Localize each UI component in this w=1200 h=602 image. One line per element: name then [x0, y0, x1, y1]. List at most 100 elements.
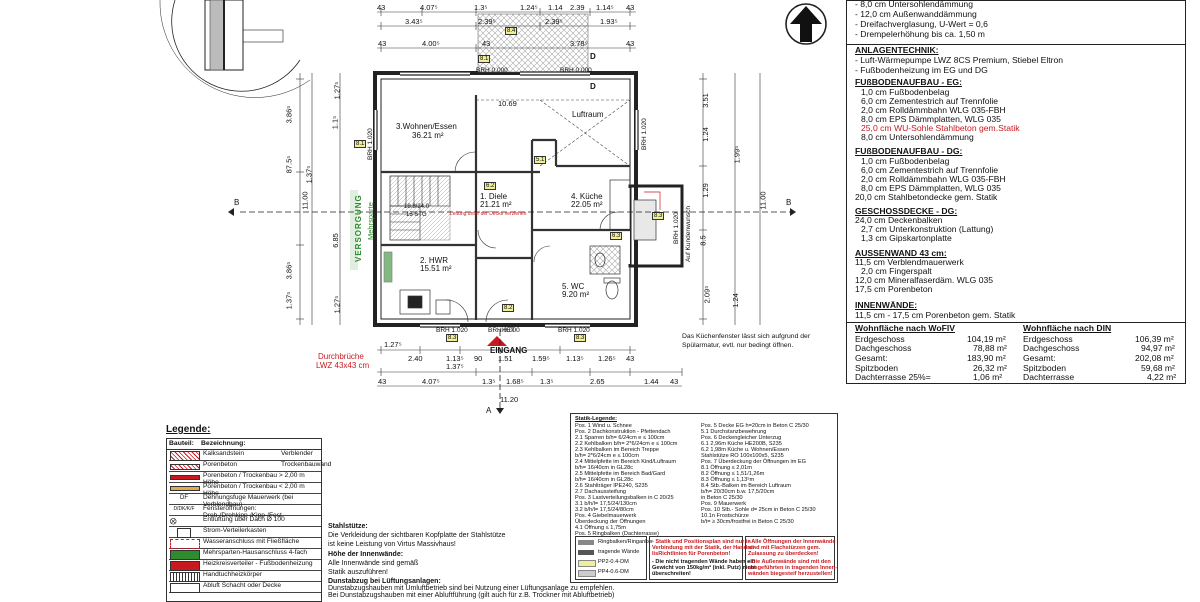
dimension-ticks — [296, 8, 707, 376]
stair-label: 15 STG — [406, 212, 427, 218]
dim-label: 10.69 — [498, 99, 517, 108]
top-dim: 2.39⁵ — [478, 17, 496, 26]
section-label-b-right: B — [786, 198, 792, 207]
bottom-dim: 43 — [670, 377, 679, 386]
kalksandstein-swatch — [170, 451, 200, 461]
top-dim: 3.78⁵ — [570, 39, 588, 48]
bottom-dim: 1.59⁵ — [532, 354, 550, 363]
spec-line: - Fußbodenheizung im EG und DG — [855, 65, 988, 75]
spec-line: 12,0 cm Mineralfaserdäm. WLG 035 — [855, 275, 994, 285]
abluft-icon — [170, 583, 200, 593]
mehrsparte-label: Mehrsparte — [366, 202, 375, 240]
statik-tag: 8.3 — [446, 334, 459, 342]
spec-line: 2,0 cm Fingerspalt — [861, 266, 932, 276]
fb-eg-title: FUßBODENAUFBAU - EG: — [855, 77, 962, 87]
brh-label: BRH 1.020 — [558, 327, 590, 334]
spec-line: 1,0 cm Fußbodenbelag — [861, 87, 950, 97]
luftraum-lines — [476, 99, 631, 167]
wf-value: 104,19 m² — [967, 334, 1006, 344]
towel-heater-icon — [170, 572, 200, 582]
statik-warning: - Alle Öffnungen der Innenwände — [748, 539, 836, 545]
statik-line: Pos. 10 Stb.- Sohle d= 25cm in Beton C 2… — [701, 507, 816, 513]
brh-label: BRH 0.000 — [560, 67, 592, 74]
room-diele-area: 21.21 m² — [480, 200, 512, 209]
wf-value: 78,88 m² — [973, 343, 1007, 353]
spec-line: 24,0 cm Deckenbalken — [855, 215, 943, 225]
statik-line: 3.2 b/h/l= 17,5/24/80cm — [575, 507, 634, 513]
anlagen-title: ANLAGENTECHNIK: — [855, 45, 939, 55]
statik-tag: 6.3 — [610, 232, 623, 240]
top-dim: 1.14⁵ — [596, 3, 614, 12]
legend-row: Heizkreisverteiler - Fußbodenheizung — [169, 560, 321, 571]
statik-line: Stahlstütze RO 100x100x5, S235 — [701, 453, 784, 459]
statik-swatch-label: tragende Wände — [598, 549, 640, 555]
statik-line: 2.2 Kehlbalken b/h= 2*6/24cm e ≤ 100cm — [575, 441, 678, 447]
left-dim: 1.1⁵ — [330, 115, 340, 130]
statik-line: 4.1 Öffnung ≤ 1,75m — [575, 525, 626, 531]
section-label-b-left: B — [234, 198, 240, 207]
room-kueche-area: 22.05 m² — [571, 200, 603, 209]
spec-line: 8,0 cm Untersohlendämmung — [861, 132, 974, 142]
vent-icon: ⨂ — [170, 518, 177, 525]
statik-warning: - Die nicht tragenden Wände haben ein — [652, 559, 756, 565]
room-wc-name: 5. WC — [562, 282, 585, 291]
top-dim: 2.39⁵ — [545, 17, 563, 26]
right-dim: 1.24 — [700, 127, 710, 142]
section-lines — [240, 211, 790, 412]
spec-line: 8,0 cm EPS Dämmplatten, WLG 035 — [861, 114, 1001, 124]
legend-col-header: Bauteil: — [169, 440, 194, 447]
statik-note-box: - Alle Öffnungen der Innenwände sind mit… — [745, 536, 837, 580]
statik-warning: überschreiten! — [652, 571, 691, 577]
spec-line: 1,3 cm Gipskartonplatte — [861, 233, 952, 243]
top-dim: 1.3⁵ — [474, 3, 488, 12]
wf-label: Dachgeschoss — [1023, 343, 1080, 353]
top-dim: 3.43⁵ — [405, 17, 423, 26]
note-line: Bei Dunstabzugshauben mit einer Abluftfü… — [328, 592, 615, 599]
legend-label: Handtuchheizkörper — [203, 571, 263, 578]
spec-line: 6,0 cm Zementestrich auf Trennfolie — [861, 165, 999, 175]
top-dim: 2.39 — [570, 3, 585, 12]
brh-label: BRH 1.020 — [673, 212, 680, 244]
statik-line: 2.1 Sparren b/h= 6/24cm e ≤ 100cm — [575, 435, 665, 441]
wf-value: 106,39 m² — [1135, 334, 1174, 344]
spec-line: 20,0 cm Stahlbetondecke gem. Statik — [855, 192, 998, 202]
left-dim: 3.86⁵ — [284, 105, 294, 124]
statik-line: 10.1n Frostschürze — [701, 513, 749, 519]
bottom-dim: 4.07⁵ — [422, 377, 440, 386]
wf-label: Gesamt: — [1023, 353, 1056, 363]
bottom-dim: 43 — [378, 377, 387, 386]
legend-label: Heizkreisverteiler - Fußbodenheizung — [203, 560, 313, 567]
legend-label: Strom-Verteilerkasten — [203, 527, 267, 534]
spec-line: - Drempelerhöhung bis ca. 1,50 m — [855, 29, 985, 39]
statik-line: b/t= ≥ 30cm/frostfrei in Beton C 25/30 — [701, 519, 794, 525]
legend-label: Mehrsparten-Hausanschluss 4-fach — [203, 549, 308, 556]
legend-label: Abluft Schacht oder Decke — [203, 582, 282, 589]
statik-warning: Zulassung zu überdecken! — [748, 551, 819, 557]
statik-line: 8.3 Öffnung ≤ 1,13⁵m — [701, 477, 755, 483]
versorgung-label: VERSORGUNG — [354, 194, 363, 262]
bottom-dim: 1.3⁵ — [482, 377, 496, 386]
statik-warning-box: - Statik und Positionsplan sind nur in V… — [649, 536, 756, 580]
top-dim: 43 — [377, 3, 386, 12]
df-symbol: DF — [180, 495, 188, 501]
wf-label: Erdgeschoss — [855, 334, 905, 344]
note-title: Stahlstütze: — [328, 523, 368, 530]
legend-label: Kalksandstein — [203, 450, 245, 457]
legend-row: Porenbeton / Trockenbau < 2,00 m Höhe — [169, 483, 321, 497]
bottom-dim: 1.51 — [498, 354, 513, 363]
left-dim: 87.5⁵ — [284, 155, 294, 174]
legend-label: Entlüftung über Dach Ø 100 — [203, 516, 285, 523]
heizkreis-icon — [170, 561, 200, 571]
statik-tag: 6.2 — [484, 182, 497, 190]
top-dim: 1.14 — [548, 3, 563, 12]
wf-label: Erdgeschoss — [1023, 334, 1073, 344]
statik-line: Pos. 2 Dachkonstruktion - Pfettendach — [575, 429, 671, 435]
water-icon — [170, 539, 200, 549]
divider — [167, 449, 321, 450]
bottom-dim: 1.26⁵ — [598, 354, 616, 363]
statik-warning: ausgeführten in tragenden Innen- — [748, 565, 837, 571]
statik-tag: 8.4 — [505, 27, 518, 35]
